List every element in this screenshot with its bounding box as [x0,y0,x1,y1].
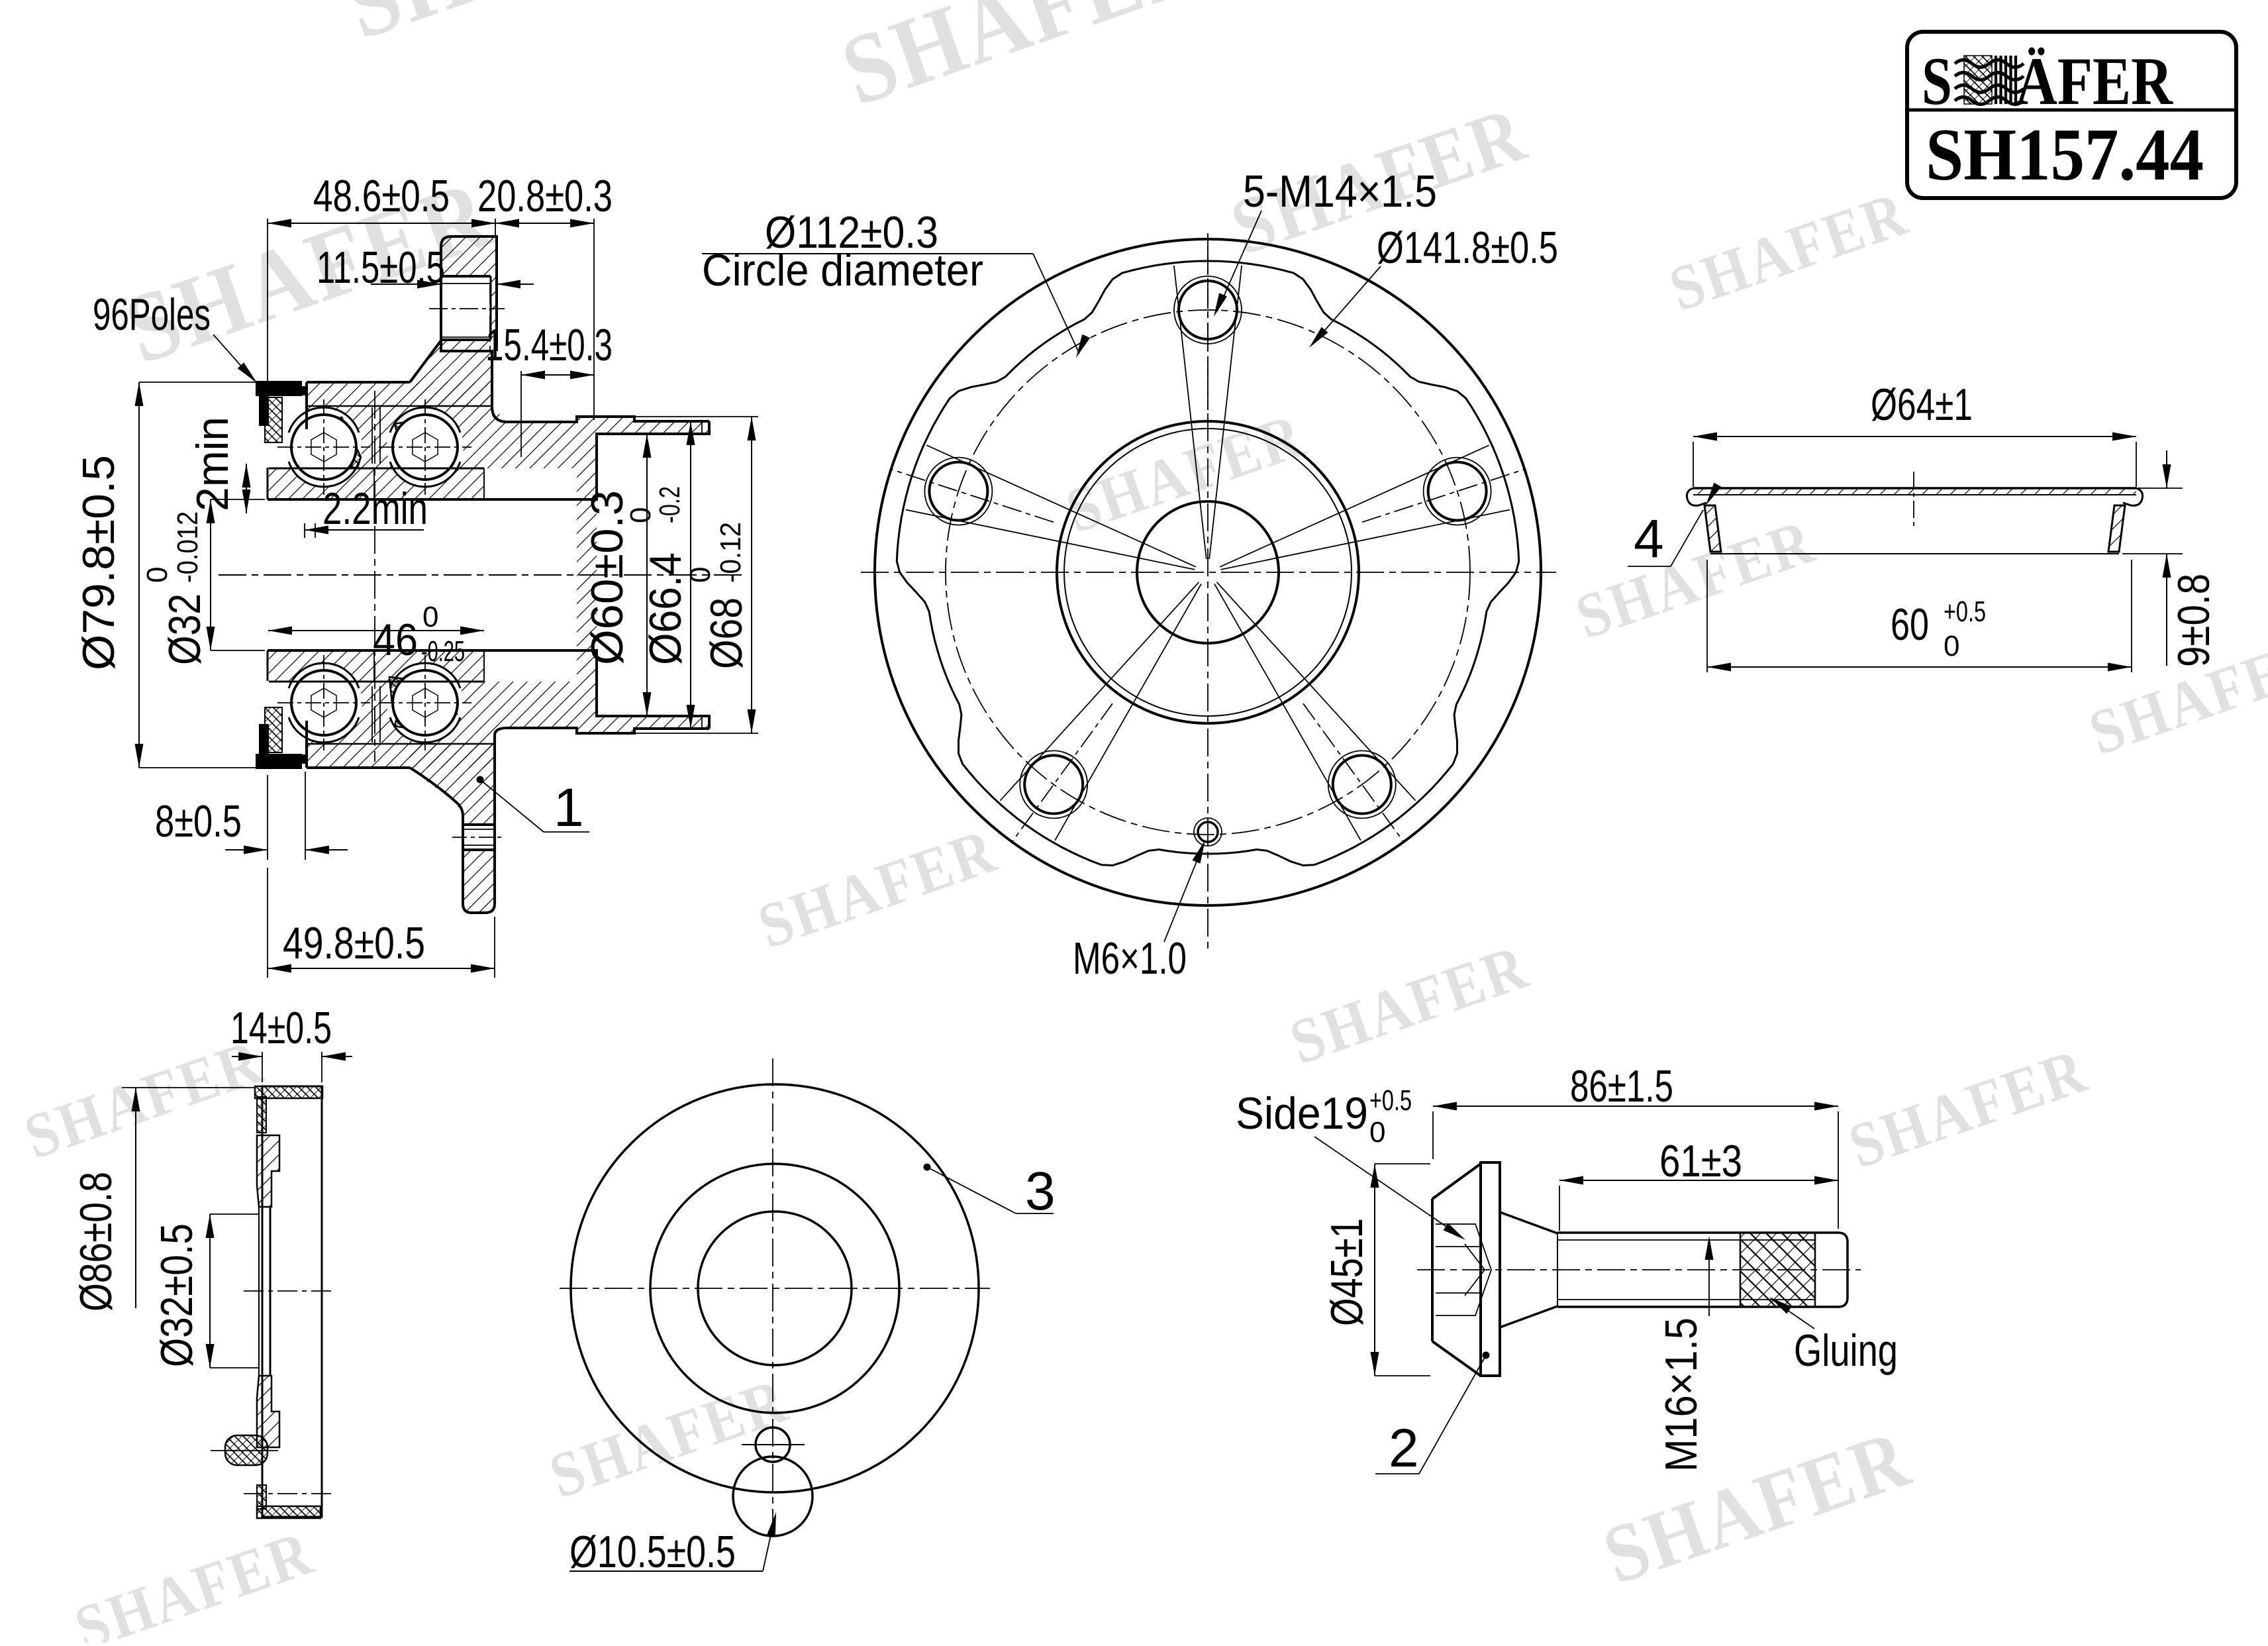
svg-text:2.2min: 2.2min [322,484,428,534]
svg-text:61±3: 61±3 [1659,1136,1742,1186]
svg-text:9±0.8: 9±0.8 [2169,574,2219,667]
svg-text:+0.5: +0.5 [1944,595,1986,628]
svg-text:Circle diameter: Circle diameter [702,245,983,295]
svg-text:60: 60 [1891,599,1929,650]
svg-text:49.8±0.5: 49.8±0.5 [283,918,425,968]
svg-text:0: 0 [1944,630,1959,662]
svg-text:-0.12: -0.12 [715,522,747,583]
svg-text:Ø112±0.3: Ø112±0.3 [765,207,938,258]
svg-text:14±0.5: 14±0.5 [230,1003,332,1053]
svg-text:Ø79.8±0.5: Ø79.8±0.5 [74,455,124,670]
svg-text:Ø141.8±0.5: Ø141.8±0.5 [1377,223,1558,273]
svg-text:4: 4 [1634,509,1664,569]
svg-text:0: 0 [684,567,716,583]
svg-text:0: 0 [624,507,657,523]
svg-text:96Poles: 96Poles [93,289,211,340]
svg-text:15.4±0.3: 15.4±0.3 [485,320,613,370]
svg-text:48.6±0.5: 48.6±0.5 [313,171,450,221]
svg-text:M6×1.0: M6×1.0 [1073,933,1187,984]
svg-text:46: 46 [373,615,418,665]
svg-text:2min: 2min [187,417,238,511]
svg-text:Ø45±1: Ø45±1 [1322,1218,1372,1326]
svg-text:SH157.44: SH157.44 [1926,114,2204,196]
svg-text:-0.012: -0.012 [172,511,204,583]
svg-text:ÄFER: ÄFER [2016,44,2173,119]
svg-text:Gluing: Gluing [1794,1325,1898,1376]
svg-text:Ø32: Ø32 [160,593,210,665]
svg-text:1: 1 [554,778,584,838]
svg-text:Ø10.5±0.5: Ø10.5±0.5 [569,1527,736,1577]
svg-text:S: S [1922,44,1952,119]
svg-text:2: 2 [1389,1418,1419,1478]
svg-text:Ø66.4: Ø66.4 [640,552,691,665]
svg-text:Ø86±0.8: Ø86±0.8 [71,1172,121,1312]
svg-text:Side19: Side19 [1236,1088,1368,1139]
svg-text:Ø60±0.3: Ø60±0.3 [582,490,632,665]
svg-text:Ø32±0.5: Ø32±0.5 [152,1223,202,1367]
svg-text:+0.5: +0.5 [1369,1084,1412,1117]
svg-text:8±0.5: 8±0.5 [155,796,242,847]
svg-text:3: 3 [1025,1161,1056,1221]
svg-text:0: 0 [422,601,438,633]
svg-text:86±1.5: 86±1.5 [1570,1061,1673,1111]
svg-text:Ø64±1: Ø64±1 [1871,380,1973,430]
svg-text:20.8±0.3: 20.8±0.3 [477,171,613,221]
svg-text:0: 0 [141,567,173,583]
svg-text:5-M14×1.5: 5-M14×1.5 [1243,166,1437,217]
svg-text:0: 0 [1369,1116,1385,1149]
svg-text:M16×1.5: M16×1.5 [1656,1317,1706,1472]
svg-text:-0.25: -0.25 [421,635,465,668]
svg-text:11.5±0.5: 11.5±0.5 [317,242,445,293]
svg-text:Ø68: Ø68 [701,597,752,669]
svg-text:-0.2: -0.2 [654,486,686,523]
